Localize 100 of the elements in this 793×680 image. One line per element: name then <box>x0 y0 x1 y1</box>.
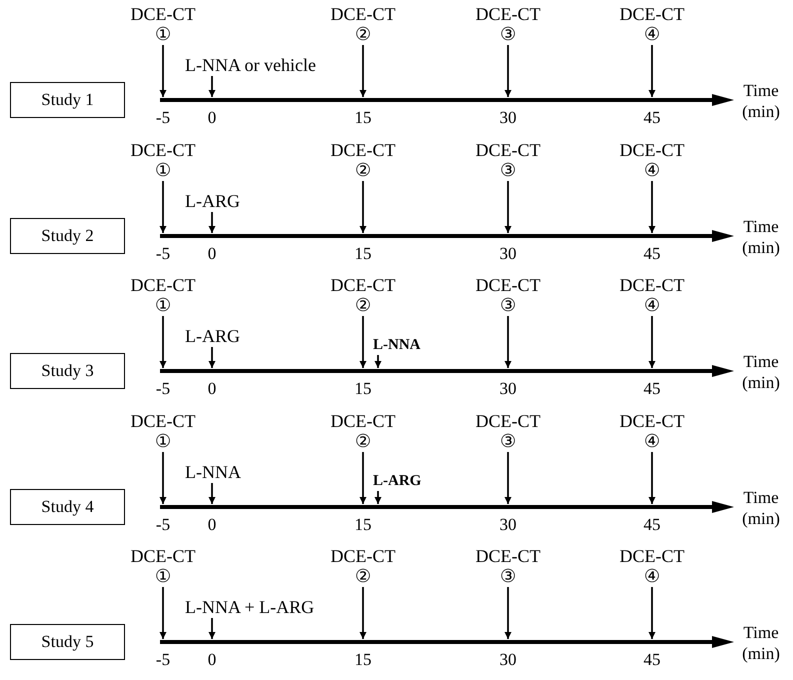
tick-label: 45 <box>642 108 662 128</box>
scan-label: DCE-CT <box>330 4 396 24</box>
study-box: Study 5 <box>10 624 125 660</box>
scan-label: DCE-CT <box>130 546 196 566</box>
tick-label: 0 <box>206 379 218 399</box>
tick-label: 15 <box>354 244 372 264</box>
scan-label: DCE-CT <box>620 546 684 566</box>
tick-label: 45 <box>642 514 662 534</box>
arrow <box>648 316 656 368</box>
sequence-number: ③ <box>500 160 516 180</box>
scan-label: DCE-CT <box>330 410 396 430</box>
drug-label: L-NNA or vehicle <box>185 55 316 75</box>
drug-label: L-NNA <box>373 337 420 354</box>
scan-label: DCE-CT <box>130 410 196 430</box>
tick-label: 30 <box>498 244 518 264</box>
drug-label: L-NNA <box>185 462 241 482</box>
arrow <box>374 355 382 368</box>
arrow <box>208 347 216 368</box>
arrow <box>648 587 656 639</box>
sequence-number: ③ <box>500 566 516 586</box>
arrow <box>208 212 216 233</box>
tick-label: 0 <box>206 650 218 670</box>
drug-label: L-ARG <box>185 190 240 210</box>
drug-label: L-NNA + L-ARG <box>185 597 314 617</box>
arrow <box>360 181 366 233</box>
arrow <box>504 181 512 233</box>
scan-label: DCE-CT <box>476 275 540 295</box>
tick-label: 30 <box>498 108 518 128</box>
arrow <box>374 491 382 504</box>
tick-label: 0 <box>206 108 218 128</box>
arrow <box>504 316 512 368</box>
tick-label: -5 <box>154 650 172 670</box>
arrow <box>648 452 656 504</box>
study-box: Study 3 <box>10 353 125 389</box>
scan-label: DCE-CT <box>620 4 684 24</box>
sequence-number: ④ <box>644 295 660 315</box>
arrow <box>648 181 656 233</box>
scan-label: DCE-CT <box>330 546 396 566</box>
tick-label: 45 <box>642 650 662 670</box>
axis-label: Time (min) <box>741 486 781 528</box>
tick-label: 30 <box>498 650 518 670</box>
timeline-arrow <box>160 500 734 512</box>
scan-label: DCE-CT <box>476 4 540 24</box>
scan-label: DCE-CT <box>620 140 684 160</box>
sequence-number: ② <box>355 24 371 44</box>
axis-label: Time (min) <box>741 80 781 122</box>
sequence-number: ③ <box>500 24 516 44</box>
tick-label: 0 <box>206 244 218 264</box>
arrow <box>160 452 166 504</box>
axis-label: Time (min) <box>741 622 781 664</box>
sequence-number: ① <box>155 24 171 44</box>
timeline-arrow <box>160 636 734 648</box>
scan-label: DCE-CT <box>620 410 684 430</box>
timeline-arrow <box>160 94 734 106</box>
sequence-number: ① <box>155 566 171 586</box>
axis-label: Time (min) <box>741 351 781 393</box>
sequence-number: ① <box>155 430 171 450</box>
arrow <box>504 45 512 97</box>
drug-label: L-ARG <box>373 472 422 490</box>
sequence-number: ② <box>355 430 371 450</box>
tick-label: -5 <box>154 514 172 534</box>
tick-label: 15 <box>354 650 372 670</box>
sequence-number: ② <box>355 160 371 180</box>
arrow <box>160 587 166 639</box>
sequence-number: ④ <box>644 566 660 586</box>
study-box: Study 1 <box>10 82 125 118</box>
arrow <box>208 483 216 504</box>
tick-label: 15 <box>354 514 372 534</box>
timeline-arrow <box>160 230 734 242</box>
tick-label: 30 <box>498 379 518 399</box>
scan-label: DCE-CT <box>130 140 196 160</box>
arrow <box>160 45 166 97</box>
arrow <box>504 587 512 639</box>
sequence-number: ① <box>155 295 171 315</box>
axis-label: Time (min) <box>741 216 781 258</box>
arrow <box>208 76 216 97</box>
tick-label: 45 <box>642 379 662 399</box>
sequence-number: ④ <box>644 160 660 180</box>
tick-label: -5 <box>154 108 172 128</box>
drug-label: L-ARG <box>185 326 240 346</box>
study-box: Study 4 <box>10 488 125 524</box>
sequence-number: ③ <box>500 430 516 450</box>
scan-label: DCE-CT <box>330 275 396 295</box>
scan-label: DCE-CT <box>476 140 540 160</box>
arrow <box>360 452 366 504</box>
sequence-number: ④ <box>644 24 660 44</box>
scan-label: DCE-CT <box>620 275 684 295</box>
scan-label: DCE-CT <box>476 546 540 566</box>
tick-label: 15 <box>354 108 372 128</box>
arrow <box>360 587 366 639</box>
sequence-number: ① <box>155 160 171 180</box>
arrow <box>360 45 366 97</box>
arrow <box>504 452 512 504</box>
sequence-number: ③ <box>500 295 516 315</box>
tick-label: -5 <box>154 379 172 399</box>
tick-label: 0 <box>206 514 218 534</box>
arrow <box>648 45 656 97</box>
scan-label: DCE-CT <box>476 410 540 430</box>
scan-label: DCE-CT <box>330 140 396 160</box>
sequence-number: ② <box>355 295 371 315</box>
